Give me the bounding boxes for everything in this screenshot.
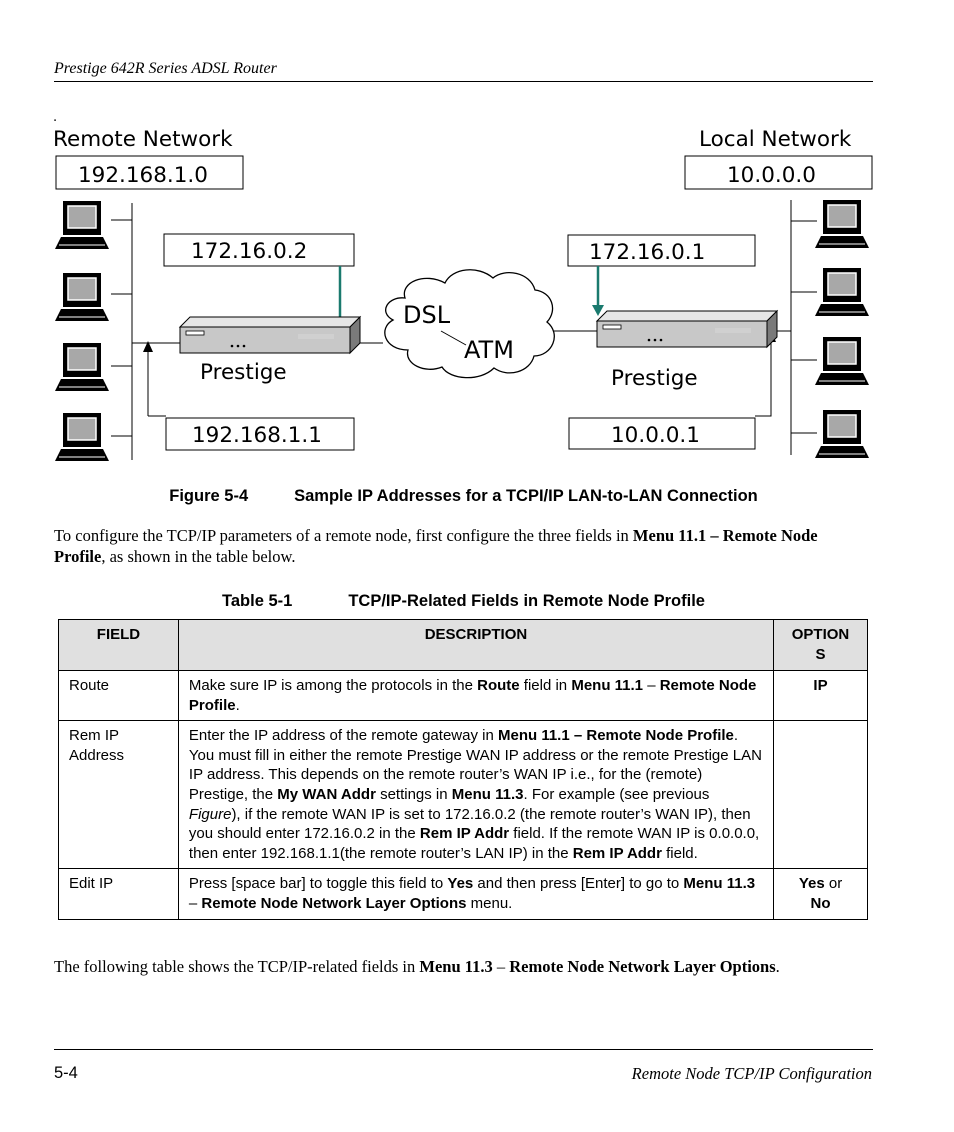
table-caption: Table 5-1 TCP/IP-Related Fields in Remote… — [54, 592, 873, 611]
remote-network-box — [55, 155, 244, 190]
figure-dot: . — [53, 110, 57, 125]
remote-lan-ip: 192.168.1.1 — [192, 423, 322, 448]
local-network-box — [684, 155, 873, 190]
local-lan-ip: 10.0.0.1 — [611, 423, 700, 448]
remote-network-address: 192.168.1.0 — [78, 163, 208, 188]
running-footer: Remote Node TCP/IP Configuration — [631, 1064, 872, 1083]
prestige-router-left — [179, 316, 361, 354]
header-rule — [54, 81, 873, 82]
header-description: DESCRIPTION — [177, 619, 775, 671]
router-right-label: Prestige — [611, 366, 698, 391]
figure-caption: Figure 5-4 Sample IP Addresses for a TCPI… — [54, 487, 873, 506]
description-cell: Enter the IP address of the remote gatew… — [177, 720, 775, 870]
local-wan-ip-box — [567, 234, 756, 267]
local-pc-icon — [814, 267, 870, 317]
table-title: TCP/IP-Related Fields in Remote Node Pro… — [348, 592, 705, 610]
footer-rule — [54, 1049, 873, 1050]
header-field: FIELD — [58, 619, 179, 671]
local-network-label: Local Network — [699, 127, 852, 152]
local-network-address: 10.0.0.0 — [727, 163, 816, 188]
page-number: 5-4 — [54, 1064, 78, 1082]
network-diagram: . Remote Network Local Network 192.168.1… — [53, 110, 873, 462]
cloud-atm-label: ATM — [464, 336, 514, 364]
figure-title: Sample IP Addresses for a TCPI/IP LAN-to… — [294, 487, 758, 505]
local-pc-icon — [814, 336, 870, 386]
remote-pc-icon — [54, 412, 110, 462]
running-header: Prestige 642R Series ADSL Router — [54, 60, 277, 77]
remote-wan-ip: 172.16.0.2 — [191, 239, 307, 264]
field-cell: Route — [58, 669, 179, 722]
local-pc-icon — [814, 199, 870, 249]
table-number: Table 5-1 — [222, 592, 293, 610]
field-cell: Edit IP — [58, 868, 179, 920]
up-arrow-icon — [143, 341, 153, 352]
remote-pc-icon — [54, 342, 110, 392]
router-left-label: Prestige — [200, 360, 287, 385]
remote-pc-icon — [54, 272, 110, 322]
option-cell — [773, 720, 868, 870]
local-pc-icon — [814, 409, 870, 459]
cloud-dsl-label: DSL — [403, 301, 451, 329]
option-cell: IP — [773, 669, 868, 722]
remote-pc-icon — [54, 200, 110, 250]
remote-lan-ip-box — [165, 417, 355, 451]
prestige-router-right — [596, 310, 778, 348]
outro-paragraph: The following table shows the TCP/IP-rel… — [54, 957, 780, 976]
table-row: Route Make sure IP is among the protocol… — [58, 669, 868, 722]
remote-wan-ip-box — [163, 233, 355, 267]
figure-number: Figure 5-4 — [169, 487, 249, 505]
table-row: Edit IP Press [space bar] to toggle this… — [58, 868, 868, 920]
down-arrow-icon — [592, 305, 604, 316]
remote-network-label: Remote Network — [53, 127, 233, 152]
description-cell: Press [space bar] to toggle this field t… — [177, 868, 775, 920]
description-cell: Make sure IP is among the protocols in t… — [177, 669, 775, 722]
local-lan-ip-box — [568, 417, 756, 450]
local-wan-ip: 172.16.0.1 — [589, 240, 705, 265]
dsl-cloud-icon — [384, 269, 555, 379]
intro-paragraph: To configure the TCP/IP parameters of a … — [54, 526, 818, 566]
